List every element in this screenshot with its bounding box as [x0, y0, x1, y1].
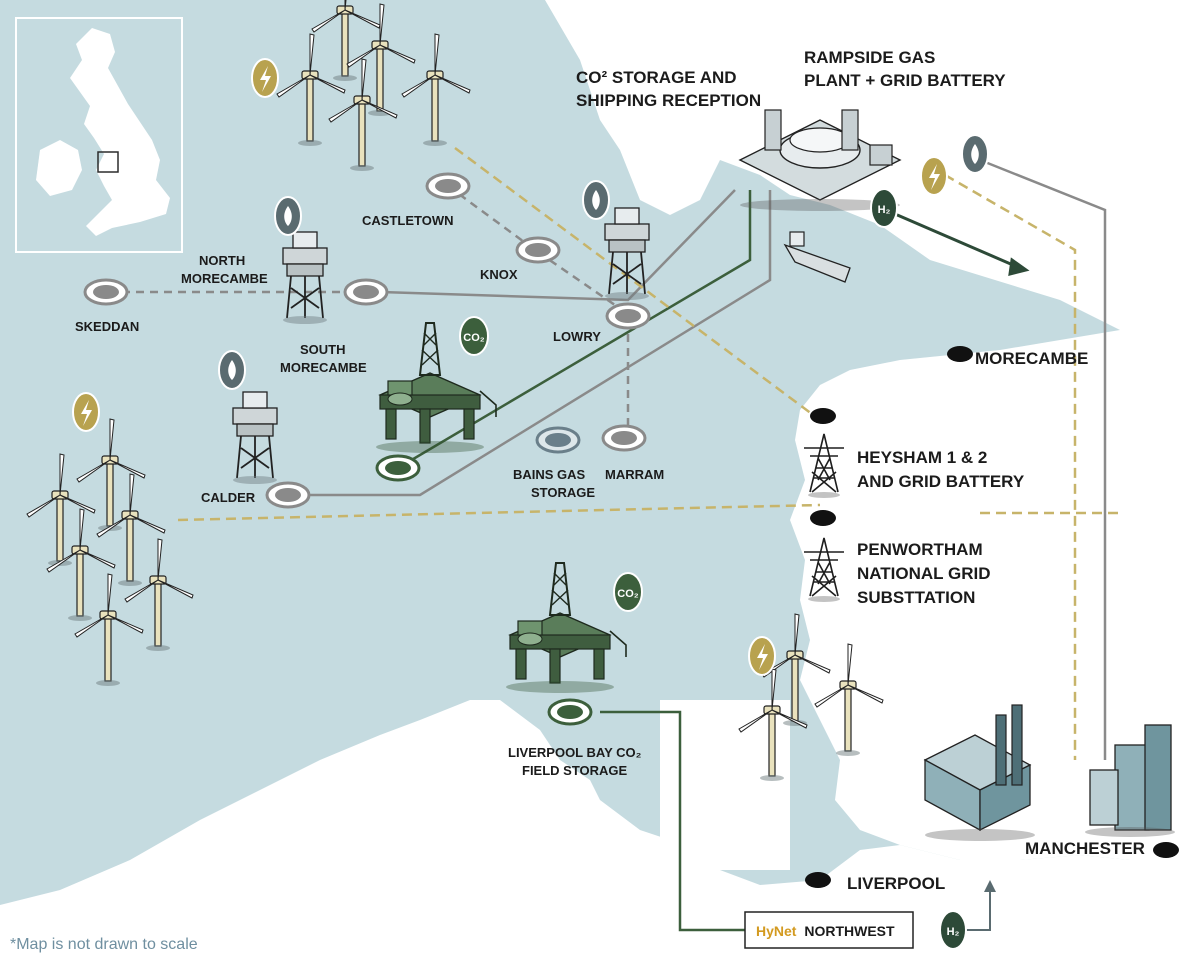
- hydrogen-route-south: [960, 888, 991, 931]
- gas-field-rings: [83, 172, 651, 509]
- label-heysham-1: HEYSHAM 1 & 2: [857, 448, 987, 467]
- lightning-icon: [920, 156, 948, 196]
- label-penwortham-1: PENWORTHAM: [857, 540, 983, 559]
- footnote: *Map is not drawn to scale: [10, 936, 198, 953]
- flame-icon: [582, 180, 610, 220]
- hydrogen-routes: [894, 212, 1030, 276]
- label-skeddan: SKEDDAN: [75, 319, 139, 334]
- ship-icon: [783, 231, 851, 283]
- label-manchester: MANCHESTER: [1025, 839, 1145, 858]
- svg-text:H₂: H₂: [878, 204, 891, 216]
- svg-text:CO₂: CO₂: [617, 588, 639, 600]
- lightning-icon: [72, 392, 100, 432]
- svg-text:HyNet NORTHWEST: HyNet NORTHWEST: [756, 923, 895, 939]
- hynet-region: NORTHWEST: [804, 923, 895, 939]
- co2-icon: CO₂: [459, 316, 489, 356]
- label-bains-2: STORAGE: [531, 485, 595, 500]
- label-south-morecambe-2: MORECAMBE: [280, 360, 367, 375]
- label-co2-storage-2: SHIPPING RECEPTION: [576, 91, 761, 110]
- hynet-brand: HyNet: [756, 923, 797, 939]
- label-rampside-1: RAMPSIDE GAS: [804, 48, 935, 67]
- power-lines: [177, 146, 1120, 760]
- land-lancashire: [790, 330, 1200, 860]
- co2-icon: CO₂: [613, 572, 643, 612]
- label-liverpool: LIVERPOOL: [847, 874, 945, 893]
- label-penwortham-3: SUBSTTATION: [857, 588, 975, 607]
- label-calder: CALDER: [201, 490, 256, 505]
- label-co2-storage-1: CO² STORAGE AND: [576, 68, 737, 87]
- manchester-buildings: [1085, 724, 1175, 837]
- uk-inset-map: [15, 17, 183, 253]
- label-lowry: LOWRY: [553, 329, 601, 344]
- co2-pipelines: [397, 190, 752, 932]
- land-wales: [0, 700, 1200, 965]
- svg-text:CO₂: CO₂: [463, 332, 485, 344]
- flame-icon: [961, 134, 989, 174]
- label-north-morecambe-1: NORTH: [199, 253, 245, 268]
- arrowhead: [984, 880, 996, 892]
- label-liverpool-bay-1: LIVERPOOL BAY CO₂: [508, 745, 642, 760]
- flame-icon: [274, 196, 302, 236]
- h2-icon: H₂: [939, 910, 967, 950]
- h2-icon: H₂: [870, 188, 898, 228]
- label-castletown: CASTLETOWN: [362, 213, 453, 228]
- hynet-northwest-box: HyNet NORTHWEST: [744, 911, 914, 949]
- lightning-icon: [251, 58, 279, 98]
- label-knox: KNOX: [480, 267, 518, 282]
- city-markers: [805, 346, 1179, 888]
- rampside-plant: [738, 109, 902, 211]
- label-marram: MARRAM: [605, 467, 664, 482]
- inset-locator-box: [97, 151, 119, 173]
- label-south-morecambe-1: SOUTH: [300, 342, 346, 357]
- label-heysham-2: AND GRID BATTERY: [857, 472, 1025, 491]
- label-penwortham-2: NATIONAL GRID: [857, 564, 990, 583]
- lightning-icon: [748, 636, 776, 676]
- flame-icon: [218, 350, 246, 390]
- svg-text:H₂: H₂: [947, 926, 960, 938]
- label-liverpool-bay-2: FIELD STORAGE: [522, 763, 628, 778]
- label-morecambe: MORECAMBE: [975, 349, 1088, 368]
- manchester-factory: [923, 704, 1035, 841]
- label-bains-1: BAINS GAS: [513, 467, 586, 482]
- land-peninsula: [660, 700, 790, 870]
- label-rampside-2: PLANT + GRID BATTERY: [804, 71, 1006, 90]
- co2-field-rings: [375, 454, 593, 726]
- label-north-morecambe-2: MORECAMBE: [181, 271, 268, 286]
- gas-pipelines: [108, 158, 1107, 760]
